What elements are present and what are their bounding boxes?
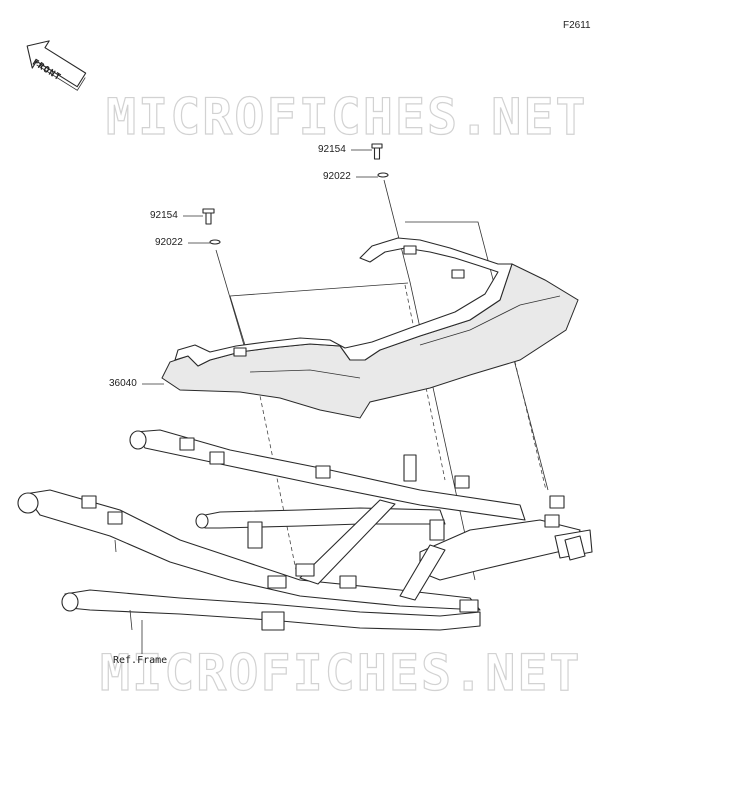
rear-frame [17,429,593,631]
bolt-right-icon [371,143,383,160]
label-washer-left: 92022 [155,237,183,248]
label-frame-ref: Ref.Frame [113,655,168,666]
figure-code: F2611 [563,20,591,31]
label-washer-right: 92022 [323,171,351,182]
washer-left-icon [209,239,221,245]
seat-cowl [161,237,579,419]
washer-right-icon [377,172,389,178]
watermark-top: MICROFICHES.NET [105,87,588,146]
watermark-bottom: MICROFICHES.NET [99,643,582,702]
front-arrow-icon [26,40,87,91]
bolt-left-icon [202,208,215,225]
label-cowl: 36040 [109,378,137,389]
label-bolt-right: 92154 [318,144,346,155]
label-bolt-left: 92154 [150,210,178,221]
